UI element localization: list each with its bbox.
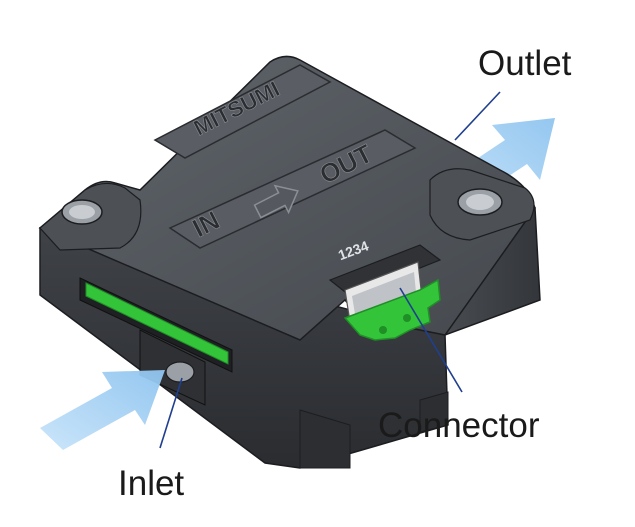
inlet-leader xyxy=(159,377,183,449)
inlet-slot xyxy=(79,277,233,406)
inlet-port-icon xyxy=(165,361,195,383)
mounting-ear-right xyxy=(429,168,535,241)
arrow-right-icon xyxy=(253,184,299,219)
leader-lines xyxy=(159,91,501,449)
inlet-label: Inlet xyxy=(118,464,185,503)
connector-label: Connector xyxy=(378,406,540,445)
pump-body: MITSUMI IN OUT 1234 xyxy=(38,55,541,469)
outlet-leader xyxy=(454,91,501,141)
connector-housing: 1234 xyxy=(328,237,442,341)
inlet-flow-arrow xyxy=(40,370,165,450)
mounting-ear-left xyxy=(39,182,142,251)
connector-leader xyxy=(399,287,463,393)
outlet-label: Outlet xyxy=(478,44,572,83)
flow-direction-plate: IN OUT xyxy=(168,129,417,249)
pcb-board xyxy=(343,278,441,341)
